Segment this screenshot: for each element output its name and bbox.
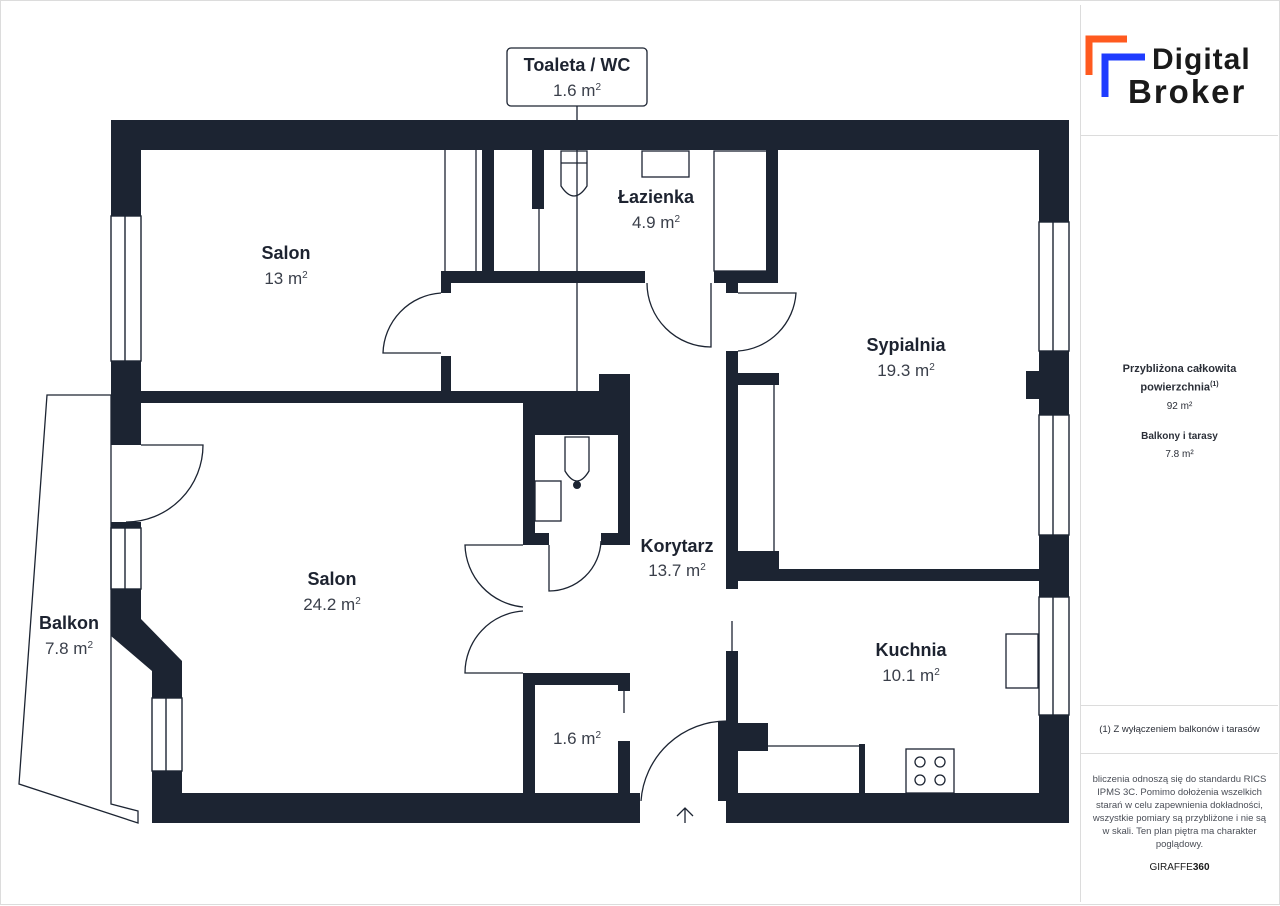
wall-right-nib (1026, 371, 1040, 399)
wall-top (111, 120, 1069, 150)
stove-icon (905, 748, 955, 794)
wall-storage-top (523, 673, 630, 685)
toilet-label-box (506, 47, 648, 107)
label-bedroom-name: Sypialnia (866, 335, 946, 355)
logo-text-digital: Digital (1152, 43, 1251, 76)
window-salon-small (110, 215, 142, 362)
wall-wc-left (523, 391, 535, 543)
wall-kitchen-nib (726, 723, 768, 751)
total-area-value: 92 m² (1166, 401, 1193, 412)
wall-bath-left (482, 149, 494, 273)
fixtures (125, 105, 1039, 823)
wall-bed-left (726, 351, 738, 589)
floor-plan: Toaleta / WC 1.6 m2 Łazienka 4.9 m2 Salo… (18, 47, 1070, 824)
windows (110, 215, 1070, 772)
walls (111, 120, 1069, 823)
total-area-label: Przybliżona całkowita powierzchnia(1) (1122, 363, 1237, 394)
wc-toilet-icon (564, 436, 590, 482)
wall-bed-bottom (726, 569, 1069, 581)
room-labels: Toaleta / WC 1.6 m2 Łazienka 4.9 m2 Salo… (39, 55, 947, 748)
wall-bath-right-bottom (714, 271, 774, 283)
wall-wc-right (618, 391, 630, 543)
wall-bath-right (766, 149, 778, 283)
wall-bottom-left (152, 793, 640, 823)
entrance-arrow-icon (676, 807, 694, 823)
label-kitchen-area: 10.1 m2 (882, 666, 940, 685)
wall-salons (111, 391, 523, 403)
balcony-outline (18, 394, 139, 824)
wall-right-mid (1039, 351, 1069, 415)
wall-storage-right (618, 741, 630, 801)
label-corridor-area: 13.7 m2 (648, 561, 706, 580)
window-bay (151, 697, 183, 772)
wall-wc-bottom-r (601, 533, 630, 545)
wall-left-upper (111, 120, 141, 216)
wall-left-lower (111, 589, 141, 619)
bathtub-icon (713, 150, 768, 272)
label-toilet-name: Toaleta / WC (524, 55, 631, 75)
wall-bed-door-nib (726, 283, 738, 293)
giraffe360-brand: GIRAFFE360 (1149, 862, 1210, 873)
drain-icon (573, 481, 581, 489)
label-balcony-name: Balkon (39, 613, 99, 633)
wall-right-mid2 (1039, 535, 1069, 597)
wc-sink-icon (534, 480, 562, 522)
label-storage-area: 1.6 m2 (553, 729, 602, 748)
toilet-icon (560, 150, 588, 197)
window-kitchen (1038, 596, 1070, 716)
label-salon-small-area: 13 m2 (264, 269, 308, 288)
wall-kitchen-cab (859, 744, 865, 796)
digital-broker-logo: Digital Broker (1081, 5, 1278, 135)
label-bedroom-area: 19.3 m2 (877, 361, 935, 380)
window-bedroom-top (1038, 221, 1070, 352)
wall-bath-bottom (441, 271, 645, 283)
wall-storage-left (523, 673, 535, 803)
label-kitchen-name: Kuchnia (875, 640, 947, 660)
label-corridor-name: Korytarz (640, 536, 713, 556)
wall-entry-right (718, 721, 730, 801)
label-salon-small-name: Salon (261, 243, 310, 263)
logo-mark-icon (1085, 35, 1145, 97)
sink-icon (641, 150, 690, 178)
wall-left-stub (111, 522, 141, 528)
divider (1081, 135, 1278, 136)
wall-storage-right-top (618, 673, 630, 691)
wall-bottom-right (728, 793, 1069, 823)
balconies-label: Balkony i tarasy (1141, 431, 1218, 442)
wall-bay (111, 619, 182, 698)
logo-text-broker: Broker (1128, 73, 1247, 110)
window-salon-large (110, 527, 142, 590)
divider (1081, 705, 1278, 706)
label-salon-large-name: Salon (307, 569, 356, 589)
wall-bed-nib (726, 373, 779, 385)
info-panel: Digital Broker Przybliżona całkowita pow… (1080, 5, 1278, 902)
divider (1081, 753, 1278, 754)
disclaimer-text: bliczenia odnoszą się do standardu RICS … (1092, 774, 1267, 850)
wall-salon-s-door-bottom (441, 356, 451, 396)
balconies-value: 7.8 m² (1165, 449, 1194, 460)
window-bedroom-bottom (1038, 414, 1070, 536)
wall-right-bottom (1039, 715, 1069, 823)
wall-right-top (1039, 120, 1069, 222)
kitchen-sink-icon (1005, 633, 1039, 689)
wall-bath-div (532, 149, 544, 209)
label-toilet-area: 1.6 m2 (553, 81, 602, 100)
label-bathroom-area: 4.9 m2 (632, 213, 681, 232)
label-bathroom-name: Łazienka (618, 187, 695, 207)
label-balcony-area: 7.8 m2 (45, 639, 94, 658)
wall-wc-bottom-l (523, 533, 549, 545)
footnote: (1) Z wyłączeniem balkonów i tarasów (1099, 724, 1260, 735)
label-salon-large-area: 24.2 m2 (303, 595, 361, 614)
